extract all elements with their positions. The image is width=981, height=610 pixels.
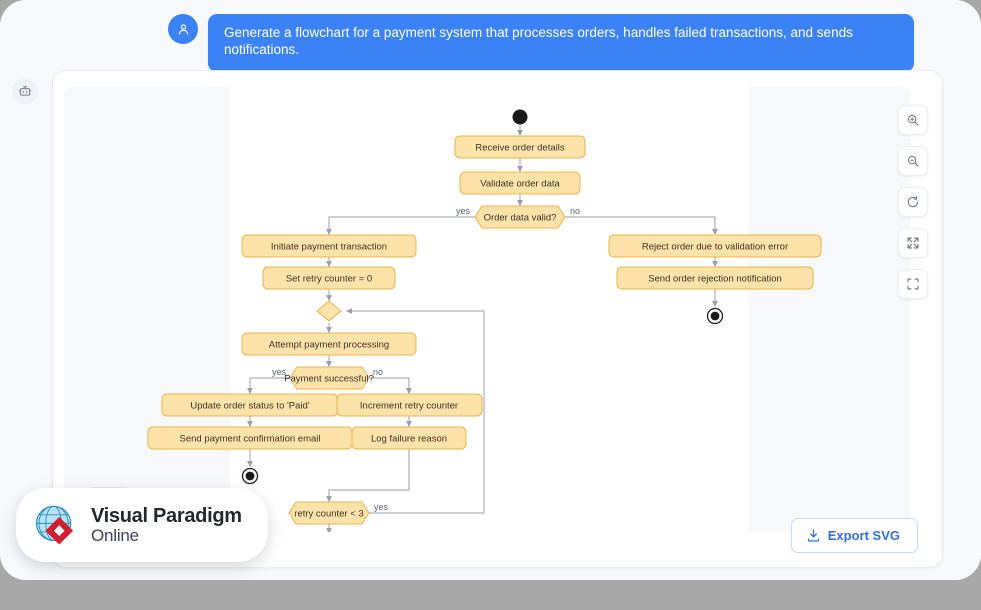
svg-text:Attempt payment processing: Attempt payment processing — [269, 340, 389, 351]
node-set-retry-counter[interactable]: Set retry counter = 0 — [262, 266, 396, 290]
app-window: Generate a flowchart for a payment syste… — [0, 0, 981, 580]
download-icon — [807, 529, 819, 542]
robot-icon — [18, 86, 32, 96]
fullscreen-button[interactable] — [898, 269, 928, 299]
logo-line-2: Online — [91, 525, 139, 545]
zoom-out-icon — [907, 155, 919, 167]
edge-label-yes-2: yes — [272, 367, 287, 377]
svg-text:Initiate payment transaction: Initiate payment transaction — [271, 242, 387, 253]
flowchart-svg[interactable]: yes no yes no yes Receive order details … — [64, 87, 910, 532]
svg-text:Validate order data: Validate order data — [480, 179, 560, 190]
svg-text:Increment retry counter: Increment retry counter — [360, 401, 458, 412]
canvas-toolbar — [898, 105, 928, 299]
svg-text:Payment successful?: Payment successful? — [284, 374, 374, 385]
svg-text:Reject order due to validation: Reject order due to validation error — [642, 242, 788, 253]
zoom-in-icon — [907, 114, 919, 126]
fit-to-screen-button[interactable] — [898, 228, 928, 258]
node-reject-order[interactable]: Reject order due to validation error — [608, 234, 822, 258]
visual-paradigm-logo: Visual Paradigm Online — [16, 488, 268, 562]
node-attempt-payment-processing[interactable]: Attempt payment processing — [241, 332, 417, 356]
edges — [247, 124, 718, 532]
node-initial[interactable] — [512, 109, 528, 125]
node-final-success[interactable] — [241, 467, 259, 485]
user-prompt-row: Generate a flowchart for a payment syste… — [168, 14, 914, 72]
svg-text:Send payment confirmation emai: Send payment confirmation email — [180, 434, 321, 445]
zoom-out-button[interactable] — [898, 146, 928, 176]
fit-screen-icon — [907, 237, 919, 249]
node-final-rejected[interactable] — [706, 307, 724, 325]
edge-label-no-2: no — [373, 367, 383, 377]
node-increment-retry-counter[interactable]: Increment retry counter — [336, 393, 483, 417]
diagram-result-card: yes no yes no yes Receive order details … — [52, 70, 943, 568]
node-send-payment-confirmation-email[interactable]: Send payment confirmation email — [147, 426, 353, 450]
edge-label-no-1: no — [570, 206, 580, 216]
zoom-in-button[interactable] — [898, 105, 928, 135]
export-svg-button[interactable]: Export SVG — [790, 518, 918, 553]
edge-label-yes-1: yes — [456, 206, 471, 216]
assistant-avatar — [12, 78, 38, 104]
fullscreen-icon — [907, 278, 919, 290]
user-icon — [178, 23, 188, 34]
node-initiate-payment-transaction[interactable]: Initiate payment transaction — [241, 234, 417, 258]
svg-text:retry counter < 3: retry counter < 3 — [294, 509, 363, 520]
node-send-order-rejection-notification[interactable]: Send order rejection notification — [616, 266, 814, 290]
edge-label-yes-3: yes — [374, 502, 389, 512]
node-update-order-status-paid[interactable]: Update order status to 'Paid' — [161, 393, 339, 417]
diagram-canvas[interactable]: yes no yes no yes Receive order details … — [64, 87, 910, 532]
export-svg-label: Export SVG — [827, 528, 900, 543]
logo-line-1: Visual Paradigm — [91, 505, 242, 528]
reset-rotate-icon — [907, 195, 919, 208]
globe-diamond-logo-icon — [35, 505, 74, 545]
node-retry-counter-decision[interactable]: retry counter < 3 — [288, 501, 370, 525]
svg-text:Order data valid?: Order data valid? — [484, 213, 557, 224]
svg-text:Send order rejection notificat: Send order rejection notification — [648, 274, 782, 285]
node-order-data-valid-decision[interactable]: Order data valid? — [474, 205, 566, 229]
node-validate-order-data[interactable]: Validate order data — [459, 171, 581, 195]
node-payment-successful-decision[interactable]: Payment successful? — [284, 366, 374, 390]
node-receive-order-details[interactable]: Receive order details — [454, 135, 586, 159]
svg-text:Set retry counter = 0: Set retry counter = 0 — [286, 274, 372, 285]
user-avatar — [168, 14, 198, 44]
node-merge[interactable] — [316, 300, 342, 322]
svg-text:Log failure reason: Log failure reason — [371, 434, 447, 445]
node-log-failure-reason[interactable]: Log failure reason — [351, 426, 467, 450]
prompt-bubble: Generate a flowchart for a payment syste… — [208, 14, 914, 72]
diagram-page — [230, 87, 748, 532]
svg-text:Receive order details: Receive order details — [475, 143, 564, 154]
svg-text:Update order status to 'Paid': Update order status to 'Paid' — [190, 401, 309, 412]
reset-view-button[interactable] — [898, 187, 928, 217]
logo-text: Visual Paradigm Online — [91, 506, 242, 544]
